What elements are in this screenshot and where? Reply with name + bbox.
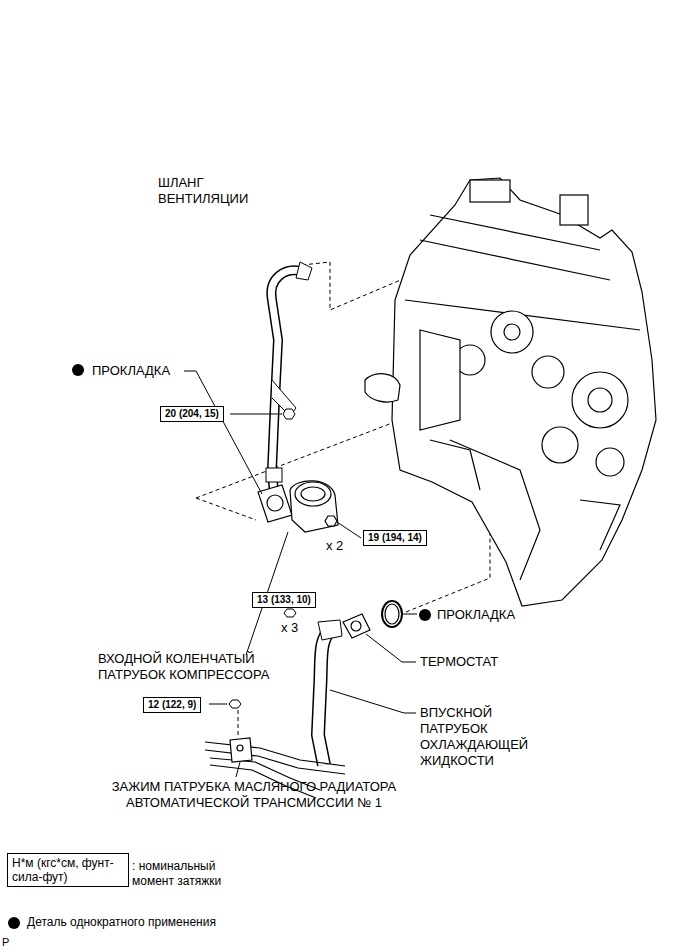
quantity: x 2 [326,538,343,554]
compressor-elbow [258,481,338,532]
part-name: ПРОКЛАДКА [437,607,515,623]
legend-entry: Деталь однократного применения [27,915,216,930]
part-name: ТЕРМОСТАТ [420,654,498,670]
legend-sample-text: Н*м (кгс*см, фунт-сила-фут) [12,856,124,884]
legend-text: : номинальный момент затяжки [132,859,221,888]
legend-entry: : номинальный момент затяжки [132,859,242,889]
torque-value: 13 (133, 10) [257,594,311,606]
engine [365,178,656,606]
legend-sample-box: Н*м (кгс*см, фунт-сила-фут) [7,853,129,887]
part-name: ШЛАНГ ВЕНТИЛЯЦИИ [158,175,270,207]
page-mark: P [2,934,9,950]
leader-line [184,371,417,777]
torque-box: 20 (204, 15) [160,406,224,422]
torque-box: 19 (194, 14) [363,530,427,546]
single-use-dot [8,364,431,929]
part-name: ПРОКЛАДКА [92,363,170,379]
quantity: x 3 [281,620,298,636]
leader-line [209,704,227,705]
leader-line [230,414,282,415]
ventilation-hose [266,262,312,505]
bolt [283,409,295,419]
legend-text: Деталь однократного применения [27,915,216,929]
torque-box: 13 (133, 10) [252,592,316,608]
part-name: ВХОДНОЙ КОЛЕНЧАТЫЙ ПАТРУБОК КОМПРЕССОРА [98,651,273,683]
torque-value: 12 (122, 9) [148,699,196,711]
torque-value: 20 (204, 15) [165,408,219,420]
part-name: ВПУСКНОЙ ПАТРУБОК ОХЛАЖДАЮЩЕЙ ЖИДКОСТИ [420,705,532,769]
thermostat [343,601,402,638]
part-name: ЗАЖИМ ПАТРУБКА МАСЛЯНОГО РАДИАТОРА АВТОМ… [94,779,414,811]
torque-box: 12 (122, 9) [143,697,201,713]
torque-value: 19 (194, 14) [368,532,422,544]
